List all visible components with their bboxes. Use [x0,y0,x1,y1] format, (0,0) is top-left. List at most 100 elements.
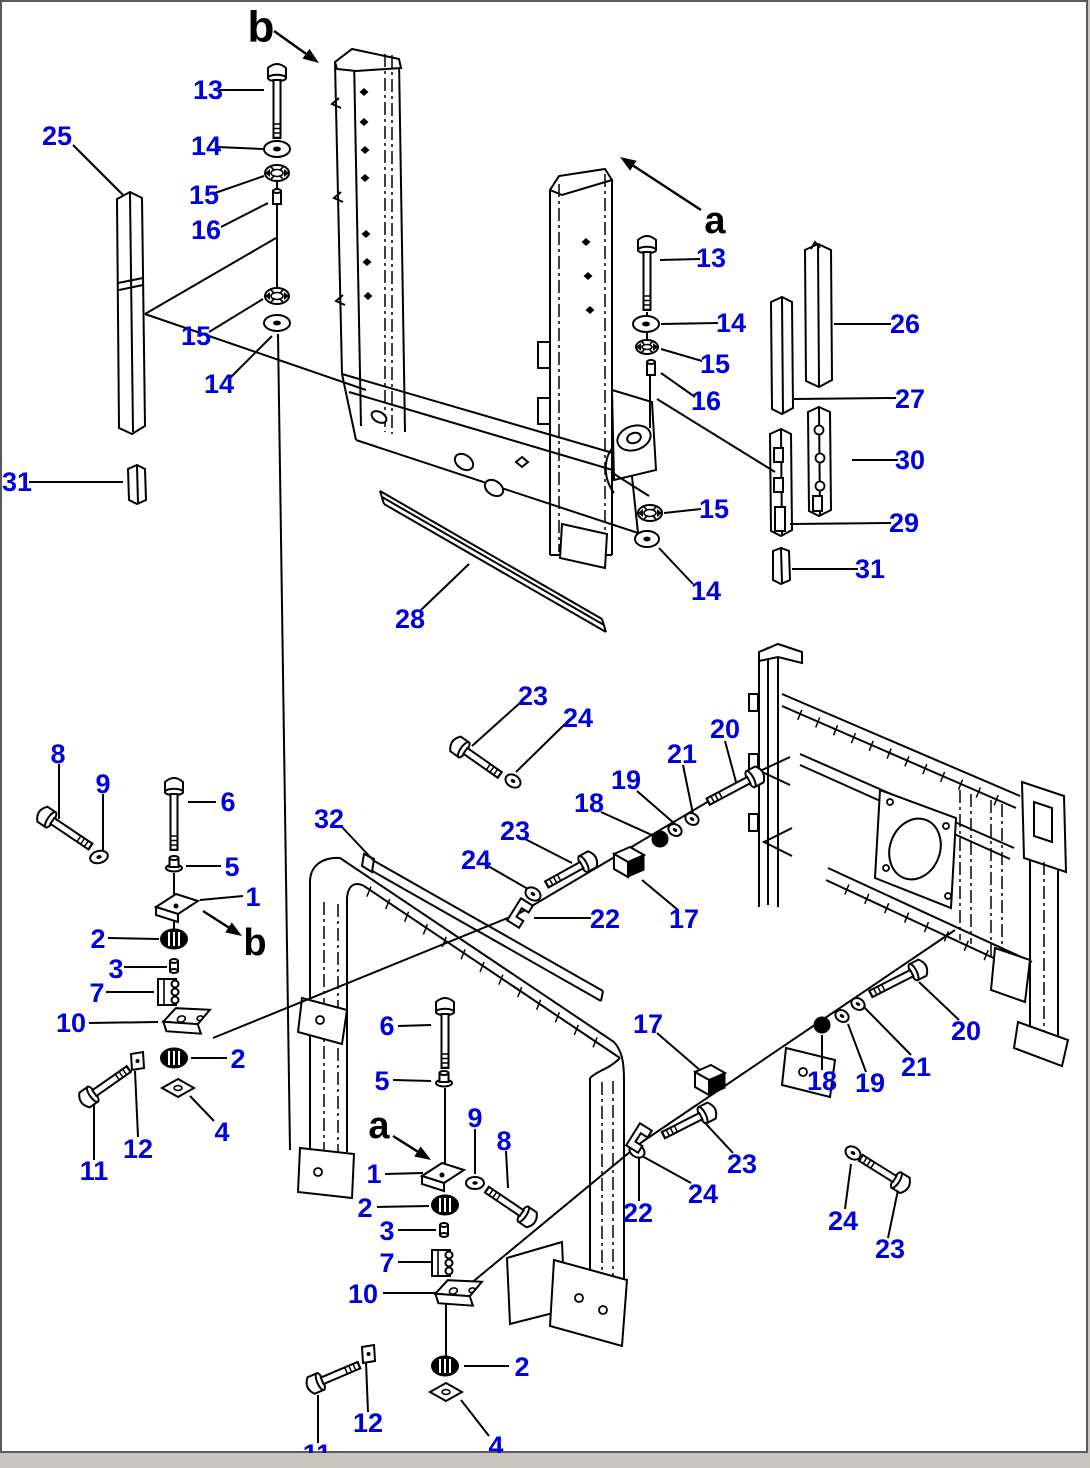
leader-line [212,912,521,1039]
callout-label: 3 [108,954,123,984]
structure-line [781,297,784,414]
callout-label: 6 [220,787,235,817]
structure-line [383,503,607,633]
part-spacer-cylinder [439,1222,449,1238]
leader-line [214,175,265,194]
callout-label: 3 [379,1216,394,1246]
callout-label: 14 [716,308,746,338]
structure-face [548,1258,629,1348]
leader-line [228,335,273,380]
part-washer [524,886,542,902]
part-bolt [267,63,287,139]
hole [581,238,591,246]
structure-line [589,1057,621,1079]
hatch-marks [366,886,598,1048]
leader-line [793,397,897,400]
callout-label: 12 [353,1408,383,1438]
leader-line [457,1141,643,1295]
leader-line [208,298,264,333]
part-spacer [651,830,669,848]
view-letter: b [243,922,266,964]
part-washer [632,315,660,333]
callout-label: 32 [314,804,344,834]
structure-line [381,496,605,626]
hole [315,1015,325,1025]
part-bolt [867,958,929,999]
callout-label: 4 [488,1431,503,1453]
view-arrow-head [414,1146,431,1160]
structure-line [613,1041,625,1081]
structure-line [118,284,144,291]
callout-label: 14 [691,576,721,606]
callout-label: 14 [191,131,221,161]
structure-face [748,693,759,712]
structure-face [537,341,551,369]
structure-line [363,885,621,1059]
structure-line [334,294,346,306]
structure-face [773,447,784,463]
part-plate [159,1077,197,1099]
part-bushing-nut [431,1194,459,1216]
structure-face [989,946,1032,1004]
structure-line [601,618,607,633]
callout-label: 15 [181,321,211,351]
hole [359,88,369,96]
callout-label: 25 [42,121,72,151]
callout-label: 24 [461,845,491,875]
part-nut [165,855,183,873]
hole [313,1167,323,1177]
structure-line [346,883,365,899]
structure-line [332,191,344,203]
hole [814,452,826,464]
callout-label: 21 [667,739,697,769]
leader-line [515,723,566,773]
callout-label: 7 [379,1248,394,1278]
callout-label: 19 [855,1068,885,1098]
structure-face [296,1146,356,1200]
leader-line [641,1155,692,1184]
callout-label: 23 [727,1149,757,1179]
callout-label: 19 [611,765,641,795]
leader-line [656,398,776,473]
callout-label: 31 [855,554,885,584]
structure-line [368,857,604,992]
leader-line [847,1023,867,1073]
callout-label: 5 [224,852,239,882]
leader-line [277,333,291,1151]
callout-label: 20 [951,1016,981,1046]
part-mount-block [611,845,647,879]
structure-line [129,192,134,433]
callout-label: 23 [518,681,548,711]
part-bracket-block [161,1007,212,1035]
structure-line [366,867,602,1002]
leader-line [660,372,696,398]
leader-line [487,865,529,890]
callout-label: 2 [230,1044,245,1074]
part-bolt [435,997,455,1069]
hole [813,424,825,436]
callout-label: 26 [890,309,920,339]
structure-line [136,465,139,504]
part-nut [435,1070,453,1088]
leader-line [641,879,679,911]
hole [363,292,373,300]
callout-label: 14 [204,369,234,399]
hole [362,258,372,266]
part-clamp [157,978,180,1006]
part-lock-washer [264,287,290,305]
leader-line [705,1123,734,1154]
part-bushing-nut [431,1355,459,1377]
callout-label: 31 [2,467,32,497]
leader-line [134,1070,139,1138]
structure-line [761,827,793,857]
part-bolt [857,1153,911,1195]
callout-label: 2 [514,1352,529,1382]
part-washer [834,1009,850,1023]
part-washer [634,530,660,548]
leader-line [220,202,269,228]
part-u-clamp [624,1121,654,1155]
leader-line [610,471,650,497]
view-arrow-head [620,157,637,171]
hole [360,174,370,182]
